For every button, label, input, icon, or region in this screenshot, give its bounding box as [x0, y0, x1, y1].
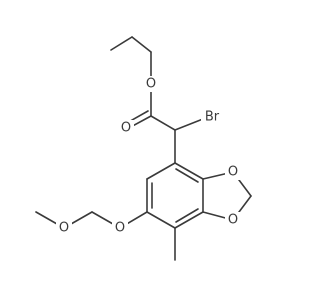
bond-layer [35, 36, 252, 261]
bond-ring-c3a-c4 [174, 162, 204, 180]
atom-br: Br [201, 109, 223, 125]
bond-ethyl-ch2 [131, 36, 152, 53]
molecule-structure: O O Br O O O O [35, 36, 252, 261]
bond-ring-c4-c5 [146, 162, 176, 180]
bond-ring-c7-c7a [174, 211, 204, 229]
atom-o-methoxy: O [56, 220, 72, 236]
bond-ring-c6-c7 [146, 211, 176, 229]
atom-o-dioxole-top-label: O [228, 165, 238, 180]
atom-o-dioxole-bottom: O [225, 212, 241, 228]
atom-o-dioxole-top: O [225, 164, 241, 180]
atom-o-ester-label: O [146, 77, 156, 92]
atom-o-ether: O [112, 220, 128, 236]
atom-o-dioxole-bottom-label: O [228, 213, 238, 228]
bond-carbonyl-alpha [150, 115, 176, 131]
bond-ethyl-ch3-ch2 [110, 36, 133, 51]
bond-ring-c7-c7a-inner [175, 208, 199, 223]
atom-o-carbonyl-label: O [121, 121, 131, 136]
atom-o-ether-label: O [115, 221, 125, 236]
atom-o-ester: O [143, 76, 159, 92]
atom-o-carbonyl: O [118, 120, 134, 136]
atom-o-methoxy-label: O [59, 221, 69, 236]
atom-layer: O O Br O O O O [56, 76, 241, 236]
atom-br-label: Br [205, 110, 220, 125]
bond-ring-c3a-c4-inner [175, 168, 199, 183]
